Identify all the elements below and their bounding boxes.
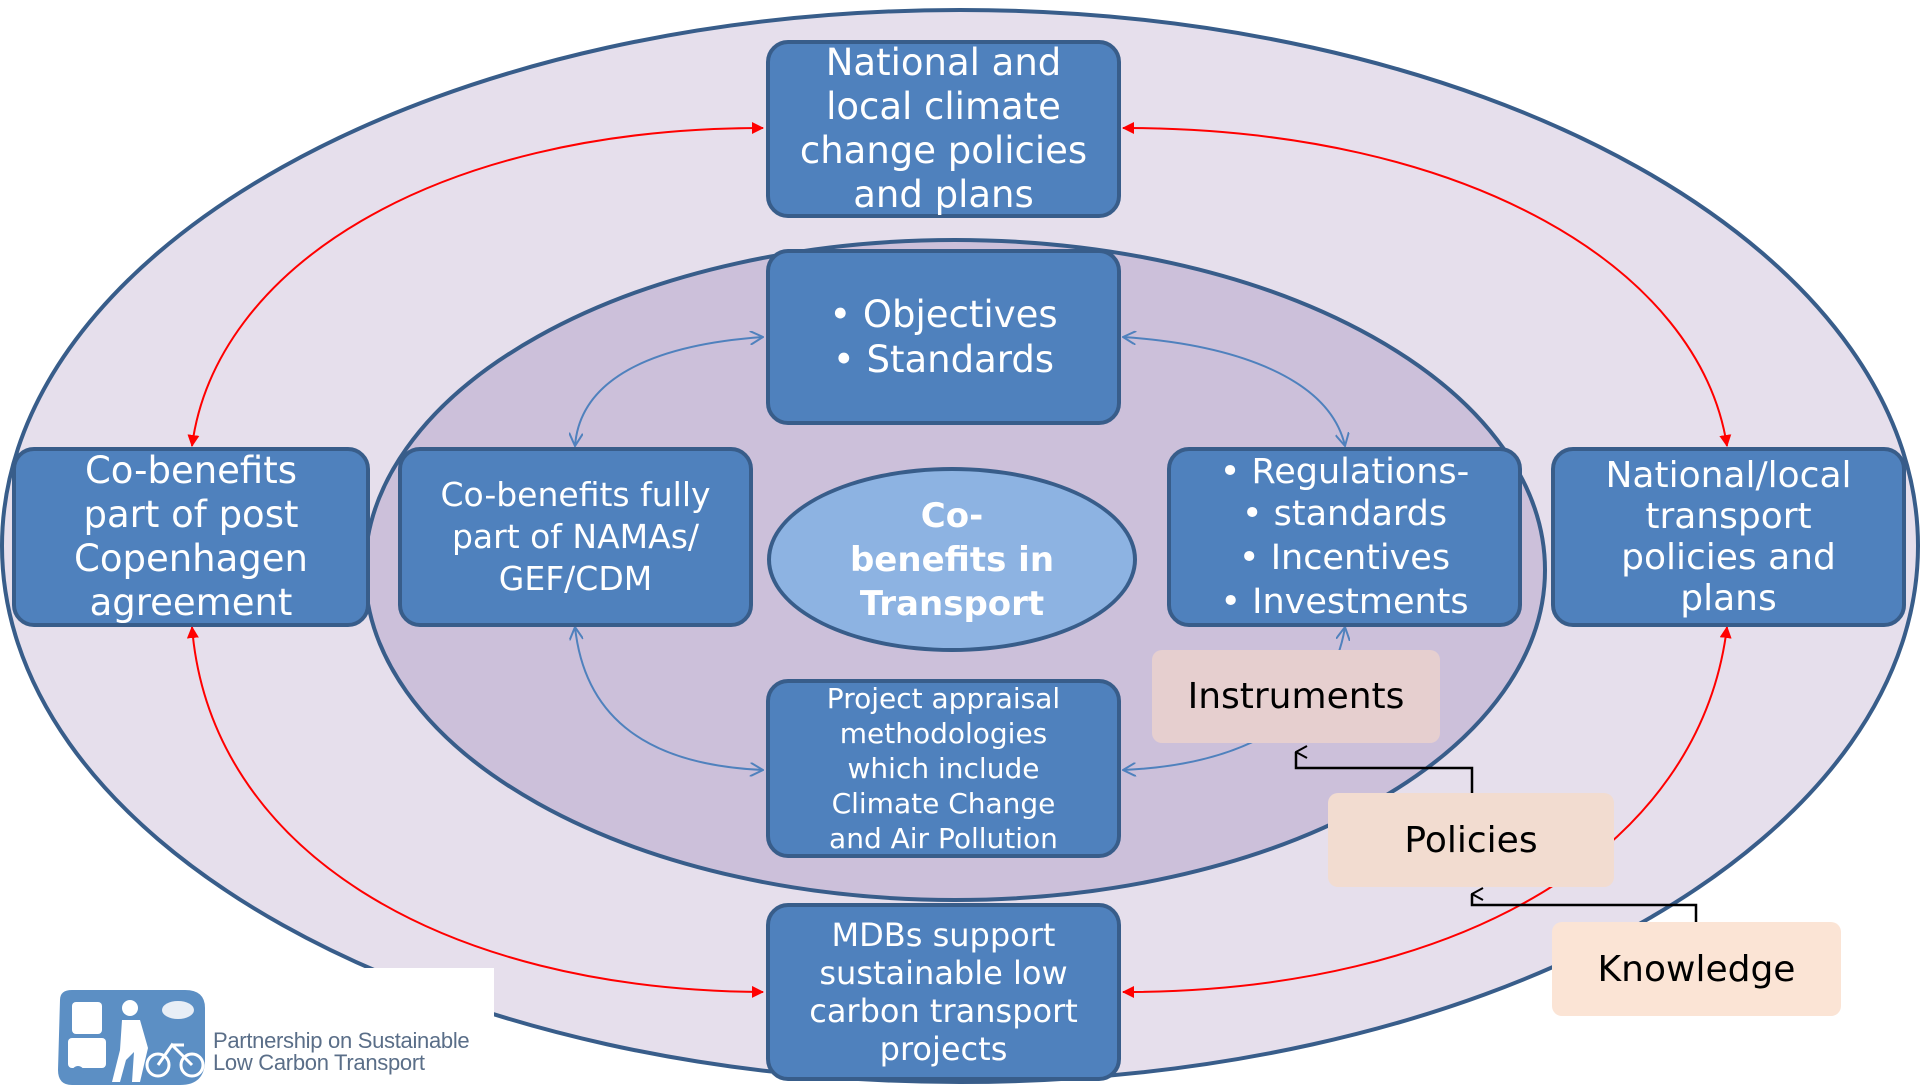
box-cobenefits-post-copenhagen: Co-benefits part of post Copenhagen agre… xyxy=(12,447,370,627)
box-line: part of NAMAs/ xyxy=(451,517,700,556)
bullet-item: Standards xyxy=(833,337,1054,382)
center-line: Co- xyxy=(920,495,984,536)
arrow-left-bottom xyxy=(186,626,764,998)
arrow-policies-instruments xyxy=(1294,752,1474,793)
box-objectives-standards: Objectives Standards xyxy=(766,249,1121,425)
bullet-item: Incentives xyxy=(1239,536,1450,580)
box-line: and plans xyxy=(853,173,1034,216)
box-line: Co-benefits fully xyxy=(440,475,711,514)
arrow-top-right xyxy=(1122,122,1732,447)
logo-icon xyxy=(4,968,494,1092)
box-cobenefits-namas: Co-benefits fully part of NAMAs/ GEF/CDM xyxy=(398,447,753,627)
tag-instruments-bg xyxy=(1152,650,1440,743)
box-line: and Air Pollution xyxy=(829,822,1058,855)
bullet-item: Investments xyxy=(1220,580,1468,624)
box-line: MDBs support xyxy=(831,916,1056,954)
box-line: standards xyxy=(1242,492,1447,536)
box-line: sustainable low xyxy=(819,954,1068,992)
logo-line-2: Low Carbon Transport xyxy=(213,1050,425,1075)
box-project-appraisal: Project appraisal methodologies which in… xyxy=(766,679,1121,858)
box-regulations-incentives-investments: Regulations- standards Incentives Invest… xyxy=(1167,447,1522,627)
arrow-inner-top-right xyxy=(1123,337,1345,446)
bullet-item: Objectives xyxy=(829,292,1058,337)
box-line: part of post xyxy=(83,493,299,536)
box-national-local-transport-policies: National/local transport policies and pl… xyxy=(1551,447,1906,627)
tag-knowledge: Knowledge xyxy=(1597,948,1796,990)
center-cobenefits-in-transport: Co- benefits in Transport xyxy=(767,467,1137,652)
arrow-top-left xyxy=(187,122,764,447)
box-line: National and xyxy=(825,41,1062,84)
box-line: change policies xyxy=(799,129,1088,172)
box-mdbs-support: MDBs support sustainable low carbon tran… xyxy=(766,903,1121,1081)
bullet-item: Regulations- xyxy=(1220,450,1470,494)
logo-line-1: Partnership on Sustainable xyxy=(213,1028,470,1053)
box-line: Climate Change xyxy=(831,787,1056,820)
arrow-inner-left-bottom xyxy=(575,627,763,770)
box-national-local-climate-policies: National and local climate change polici… xyxy=(766,40,1121,218)
box-line: projects xyxy=(879,1030,1008,1068)
box-line: GEF/CDM xyxy=(498,559,653,598)
box-line: National/local xyxy=(1605,455,1852,496)
box-line: agreement xyxy=(89,581,293,624)
tag-policies: Policies xyxy=(1404,819,1538,861)
box-line: methodologies xyxy=(839,717,1048,750)
box-line: which include xyxy=(847,752,1040,785)
arrow-knowledge-policies xyxy=(1470,894,1698,922)
arrow-inner-top-left xyxy=(575,337,763,446)
tag-policies-bg xyxy=(1328,793,1614,887)
box-line: plans xyxy=(1680,578,1777,619)
logo-text: Partnership on Sustainable Low Carbon Tr… xyxy=(213,1028,470,1075)
tag-knowledge-bg xyxy=(1552,922,1841,1016)
center-line: Transport xyxy=(859,583,1045,624)
box-line: local climate xyxy=(826,85,1061,128)
box-line: Project appraisal xyxy=(826,682,1061,715)
box-line: carbon transport xyxy=(809,992,1078,1030)
arrow-right-bottom xyxy=(1122,626,1732,998)
center-line: benefits in xyxy=(849,539,1055,580)
box-line: Copenhagen xyxy=(74,537,308,580)
tag-instruments: Instruments xyxy=(1187,676,1405,717)
box-line: Co-benefits xyxy=(84,449,298,492)
box-line: transport xyxy=(1645,496,1812,537)
box-line: policies and xyxy=(1621,537,1836,578)
